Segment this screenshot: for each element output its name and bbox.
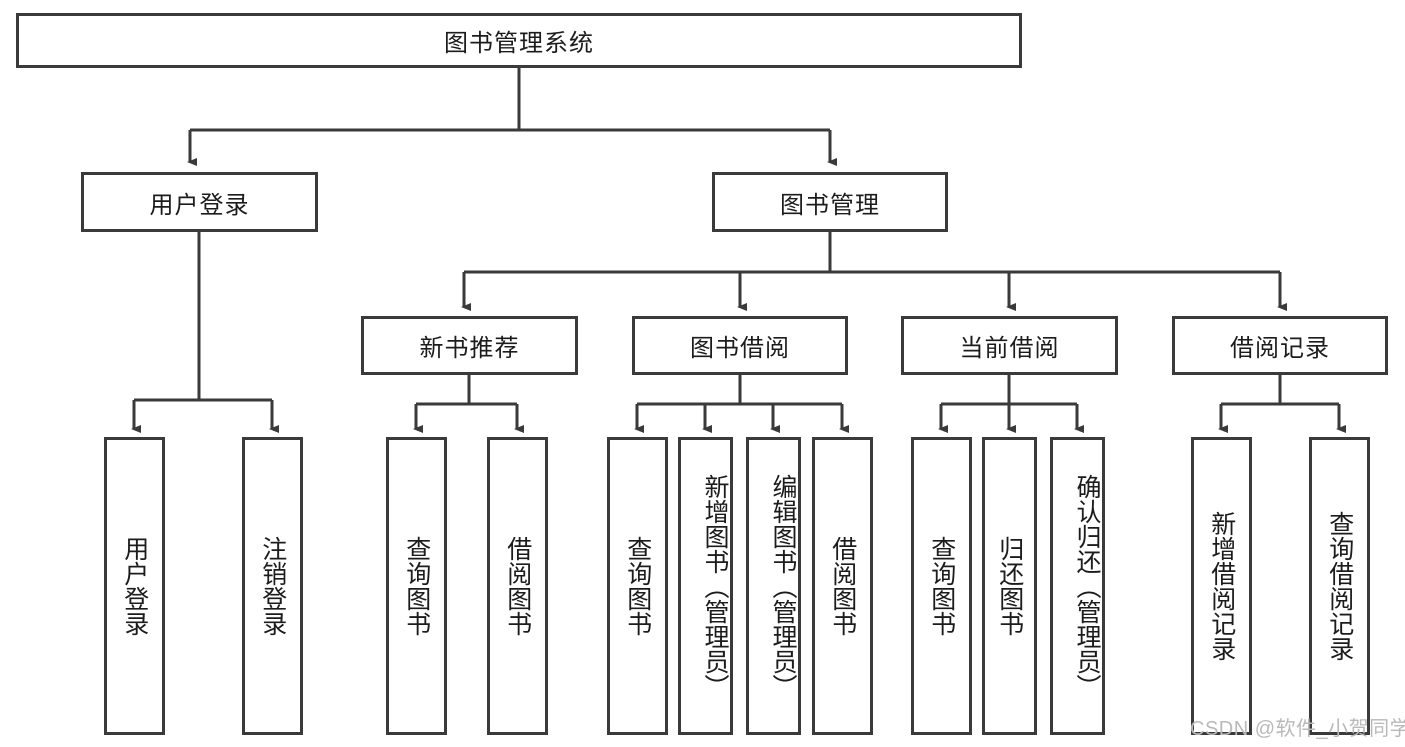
leaf-book-borrow-query-book[interactable]: 查询图书 — [607, 437, 668, 735]
leaf-book-borrow-borrow-book[interactable]: 借阅图书 — [812, 437, 873, 735]
leaf-borrow-record-query-record[interactable]: 查询借阅记录 — [1309, 437, 1370, 735]
node-label: 图书管理 — [780, 191, 880, 219]
leaf-current-borrow-query-book[interactable]: 查询图书 — [911, 437, 972, 735]
node-label: 借阅图书 — [503, 536, 532, 636]
leaf-current-borrow-confirm-return-admin[interactable]: 确认归还（管理员） — [1050, 437, 1105, 735]
node-label: 用户登录 — [120, 536, 149, 636]
node-label: 借阅图书 — [828, 536, 857, 636]
node-label: 归还图书 — [995, 536, 1024, 636]
node-label: 查询借阅记录 — [1325, 511, 1354, 661]
node-label: 用户登录 — [149, 191, 250, 219]
node-label: 查询图书 — [927, 536, 956, 636]
leaf-user-login-login[interactable]: 用户登录 — [104, 437, 165, 735]
node-book-management[interactable]: 图书管理 — [712, 172, 948, 232]
leaf-current-borrow-return-book[interactable]: 归还图书 — [982, 437, 1037, 735]
leaf-user-login-logout[interactable]: 注销登录 — [242, 437, 303, 735]
csdn-watermark: CSDN @软件_小贺同学 — [1190, 718, 1405, 740]
leaf-new-book-borrow-book[interactable]: 借阅图书 — [487, 437, 548, 735]
node-label: 借阅记录 — [1230, 335, 1330, 362]
node-label: 查询图书 — [623, 536, 652, 636]
node-label: 确认归还（管理员） — [1073, 473, 1101, 699]
node-label: 图书管理系统 — [444, 30, 594, 57]
node-label: 新增图书（管理员） — [701, 473, 729, 699]
node-user-login[interactable]: 用户登录 — [81, 172, 318, 232]
node-root-book-management-system[interactable]: 图书管理系统 — [16, 13, 1022, 68]
node-new-book-recommend[interactable]: 新书推荐 — [361, 316, 578, 375]
node-label: 当前借阅 — [959, 335, 1060, 362]
node-label: 新增借阅记录 — [1207, 511, 1236, 661]
node-label: 注销登录 — [258, 536, 287, 636]
node-book-borrow[interactable]: 图书借阅 — [632, 316, 848, 375]
leaf-borrow-record-add-record[interactable]: 新增借阅记录 — [1191, 437, 1252, 735]
node-label: 编辑图书（管理员） — [769, 473, 797, 699]
leaf-new-book-query-book[interactable]: 查询图书 — [386, 437, 447, 735]
node-label: 图书借阅 — [690, 335, 790, 362]
leaf-book-borrow-add-book-admin[interactable]: 新增图书（管理员） — [678, 437, 733, 735]
node-label: 新书推荐 — [419, 335, 520, 362]
node-borrow-record[interactable]: 借阅记录 — [1172, 316, 1388, 375]
node-label: 查询图书 — [402, 536, 431, 636]
node-current-borrow[interactable]: 当前借阅 — [901, 316, 1118, 375]
leaf-book-borrow-edit-book-admin[interactable]: 编辑图书（管理员） — [746, 437, 801, 735]
